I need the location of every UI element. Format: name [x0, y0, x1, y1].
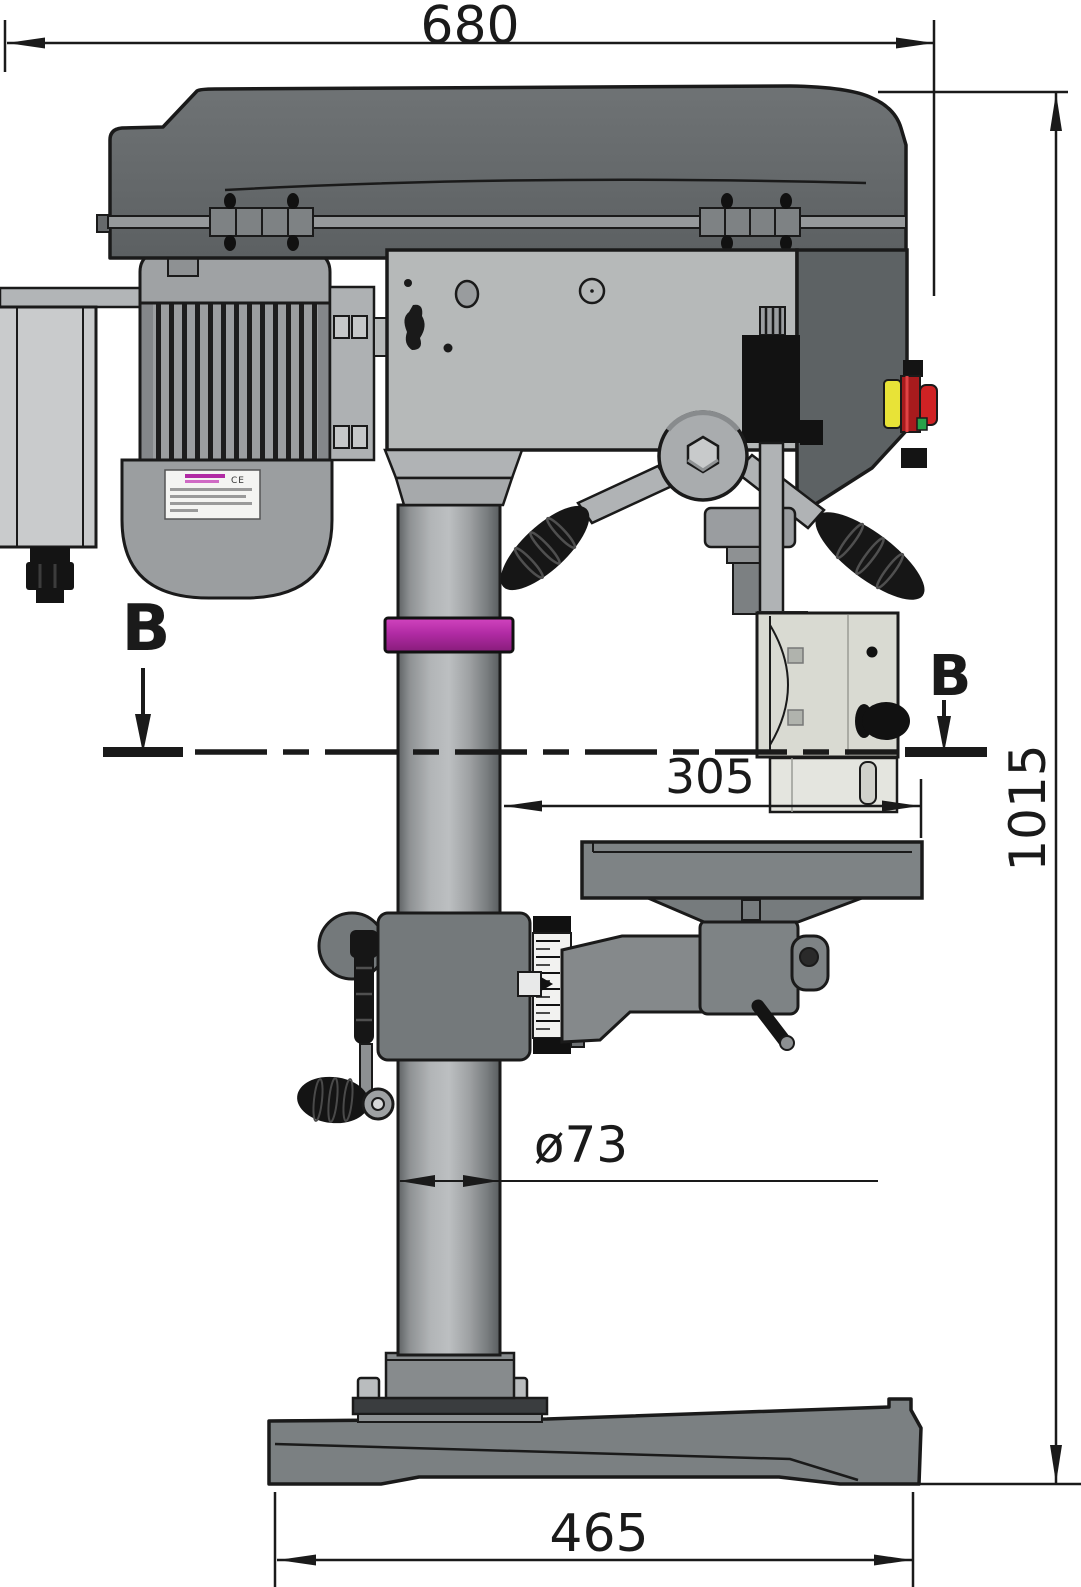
motor-nameplate [164, 469, 261, 520]
depth-stop [742, 306, 823, 445]
dimension-spindle-to-column: 305 [665, 750, 755, 805]
section-marker-b-left: B [121, 592, 171, 666]
switch-yellow-plate [883, 379, 902, 429]
section-line-bb [103, 668, 987, 757]
power-switch [883, 375, 938, 433]
table-arm [560, 934, 708, 1044]
hinge-left [209, 193, 314, 251]
hub-hex-nut [686, 435, 720, 474]
dimension-overall-width: 680 [420, 0, 520, 56]
motor-bracket [328, 285, 389, 462]
guard-knob [855, 702, 910, 740]
belt-cover [96, 84, 908, 260]
feed-handle-assembly [500, 410, 925, 600]
hinge-right [699, 193, 801, 251]
switch-green-button [916, 417, 928, 431]
ce-mark: CE [231, 476, 245, 486]
emergency-stop-button [919, 384, 938, 426]
table-funnel [647, 896, 863, 924]
table-assembly [560, 840, 924, 1051]
head-body [383, 248, 799, 507]
cable-gland [26, 547, 74, 603]
dimension-overall-height: 1015 [999, 744, 1057, 872]
motor [120, 250, 334, 600]
table-clamp-assembly [297, 911, 585, 1124]
dimension-base-width: 465 [549, 1504, 649, 1564]
feed-grip-left [500, 505, 590, 591]
section-marker-b-right: B [928, 644, 972, 709]
clamp-lever [354, 936, 374, 1044]
table-lock-handle [751, 999, 791, 1047]
table-hub [698, 918, 800, 1016]
dimension-lines [3, 20, 1081, 1587]
column-foot-flange [351, 1351, 549, 1423]
work-table [580, 840, 924, 900]
chuck-guard [755, 611, 910, 814]
electrical-box [0, 286, 192, 603]
crank-handle [297, 1076, 395, 1124]
column-accent-ring [383, 616, 515, 654]
dimension-column-diameter: ø73 [533, 1116, 629, 1174]
guard-lower-box [768, 756, 899, 814]
feed-grip-right [815, 512, 925, 600]
